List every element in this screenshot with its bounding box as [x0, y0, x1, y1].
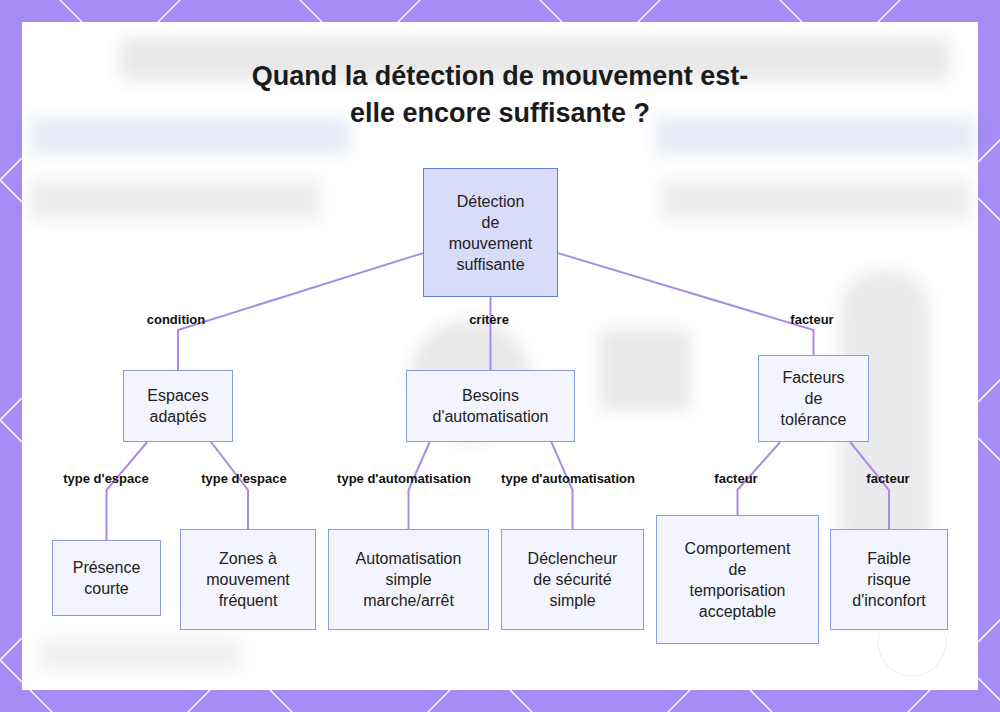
concept-box: Automatisation simple marche/arrêt: [328, 529, 489, 630]
box-label: Automatisation simple marche/arrêt: [349, 548, 469, 611]
diagram-title: Quand la détection de mouvement est-elle…: [230, 58, 770, 132]
concept-box: Déclencheur de sécurité simple: [501, 529, 644, 630]
edge-label: type d'automatisation: [501, 471, 635, 486]
box-label: Comportement de temporisation acceptable: [683, 538, 793, 622]
concept-box: Présence courte: [52, 540, 161, 616]
connector-line: [178, 253, 423, 370]
connector-line: [107, 442, 148, 540]
connector-line: [409, 442, 430, 529]
box-label: Besoins d'automatisation: [421, 385, 561, 427]
connector-line: [558, 253, 814, 355]
connector-line: [211, 442, 248, 529]
box-label: Faible risque d'inconfort: [849, 548, 929, 611]
edge-label: facteur: [714, 471, 757, 486]
edge-label: critère: [469, 312, 509, 327]
box-label: Présence courte: [62, 557, 152, 599]
connector-line: [551, 442, 572, 529]
concept-box: Faible risque d'inconfort: [830, 529, 948, 630]
concept-box: Besoins d'automatisation: [406, 370, 575, 442]
concept-box: Zones à mouvement fréquent: [180, 529, 316, 630]
edge-label: condition: [147, 312, 206, 327]
box-label: Déclencheur de sécurité simple: [523, 548, 623, 611]
blurred-backdrop: [30, 38, 975, 670]
edge-label: facteur: [866, 471, 909, 486]
edge-label: type d'automatisation: [337, 471, 471, 486]
concept-box: Comportement de temporisation acceptable: [656, 515, 819, 644]
edge-label: facteur: [790, 312, 833, 327]
edge-label: type d'espace: [63, 471, 148, 486]
concept-box: Facteurs de tolérance: [758, 355, 869, 442]
edge-label: type d'espace: [201, 471, 286, 486]
concept-box: Espaces adaptés: [123, 370, 233, 442]
box-label: Détection de mouvement suffisante: [448, 191, 534, 275]
box-label: Zones à mouvement fréquent: [198, 548, 298, 611]
title-block: Quand la détection de mouvement est-elle…: [0, 58, 1000, 132]
box-label: Facteurs de tolérance: [778, 367, 850, 430]
root-box: Détection de mouvement suffisante: [423, 168, 558, 297]
panel: [22, 22, 978, 690]
connector-line: [490, 297, 492, 370]
connector-line: [850, 442, 889, 529]
box-label: Espaces adaptés: [133, 385, 223, 427]
